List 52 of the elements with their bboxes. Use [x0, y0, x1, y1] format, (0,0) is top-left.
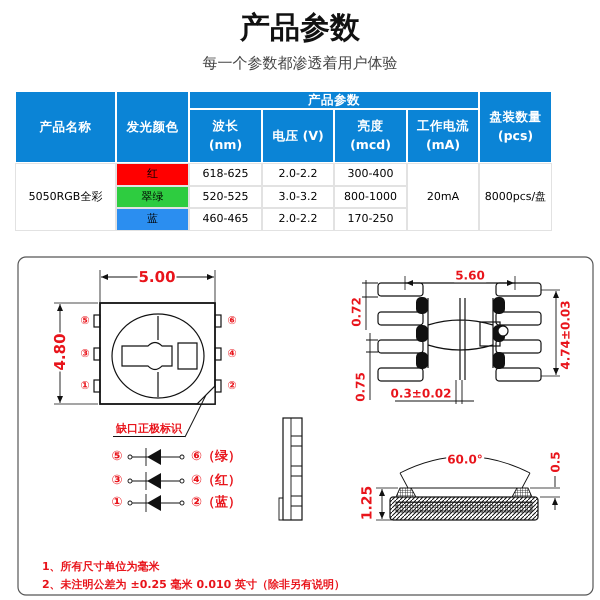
dimension-label: 4.80 — [52, 332, 68, 372]
note-text: 2、未注明公差为 ±0.25 毫米 0.010 英寸（除非另有说明） — [42, 578, 346, 592]
table-cell: 5050RGB全彩 — [15, 163, 116, 231]
dimension-label: 0.75 — [354, 372, 368, 402]
header-cell: 亮度 (mcd) — [334, 109, 407, 163]
header-cell: 电压 (V) — [262, 109, 334, 163]
color-cell: 蓝 — [116, 208, 189, 231]
dimension-label: 0.3±0.02 — [390, 387, 452, 401]
pin-number: ⑤ — [112, 450, 122, 464]
pin-number: ②（蓝） — [191, 496, 242, 510]
title: 产品参数 — [240, 12, 360, 44]
pin-number: ⑥ — [227, 314, 237, 328]
color-cell: 翠绿 — [116, 186, 189, 208]
pin-number: ① — [80, 380, 90, 392]
notch-mark — [196, 384, 216, 405]
dimension-label: 0.5 — [549, 451, 563, 473]
table-cell: 3.0-3.2 — [262, 186, 334, 208]
header-cell: 波长 (nm) — [189, 109, 262, 163]
pin-number: ③ — [112, 474, 122, 488]
table-cell: 300-400 — [334, 163, 407, 186]
dimension-label: 0.72 — [350, 297, 364, 327]
dimension-label: 60.0° — [446, 453, 484, 467]
pin-number: ④（红） — [191, 474, 242, 488]
header-cell: 发光颜色 — [116, 91, 189, 163]
table-cell: 8000pcs/盘 — [479, 163, 552, 231]
table-cell: 800-1000 — [334, 186, 407, 208]
pin-number: ③ — [80, 348, 90, 360]
table-cell: 460-465 — [189, 208, 262, 231]
dimension-label: 4.74±0.03 — [559, 300, 573, 370]
table-cell: 20mA — [407, 163, 479, 231]
table-cell: 618-625 — [189, 163, 262, 186]
dimension-label: 5.60 — [454, 269, 486, 283]
table-cell: 2.0-2.2 — [262, 163, 334, 186]
header-cell: 产品名称 — [15, 91, 116, 163]
dimension-label: 1.25 — [360, 486, 376, 520]
pin-number: ④ — [227, 348, 237, 360]
pin-number: ① — [112, 496, 122, 510]
callout-label: 缺口正极标识 — [113, 421, 185, 437]
table-cell: 520-525 — [189, 186, 262, 208]
color-cell: 红 — [116, 163, 189, 186]
table-cell: 170-250 — [334, 208, 407, 231]
header-cell: 工作电流 (mA) — [407, 109, 479, 163]
pin-number: ⑥（绿） — [191, 450, 242, 464]
note-text: 1、所有尺寸单位为毫米 — [42, 560, 160, 574]
header-cell: 产品参数 — [189, 91, 479, 109]
table-cell: 2.0-2.2 — [262, 208, 334, 231]
header-cell: 盘装数量 (pcs) — [479, 91, 552, 163]
dimension-label: 5.00 — [138, 268, 176, 286]
subtitle: 每一个参数都渗透着用户体验 — [202, 54, 398, 72]
pin-number: ② — [227, 380, 237, 392]
leader-line — [184, 394, 206, 438]
pin-number: ⑤ — [80, 314, 90, 328]
